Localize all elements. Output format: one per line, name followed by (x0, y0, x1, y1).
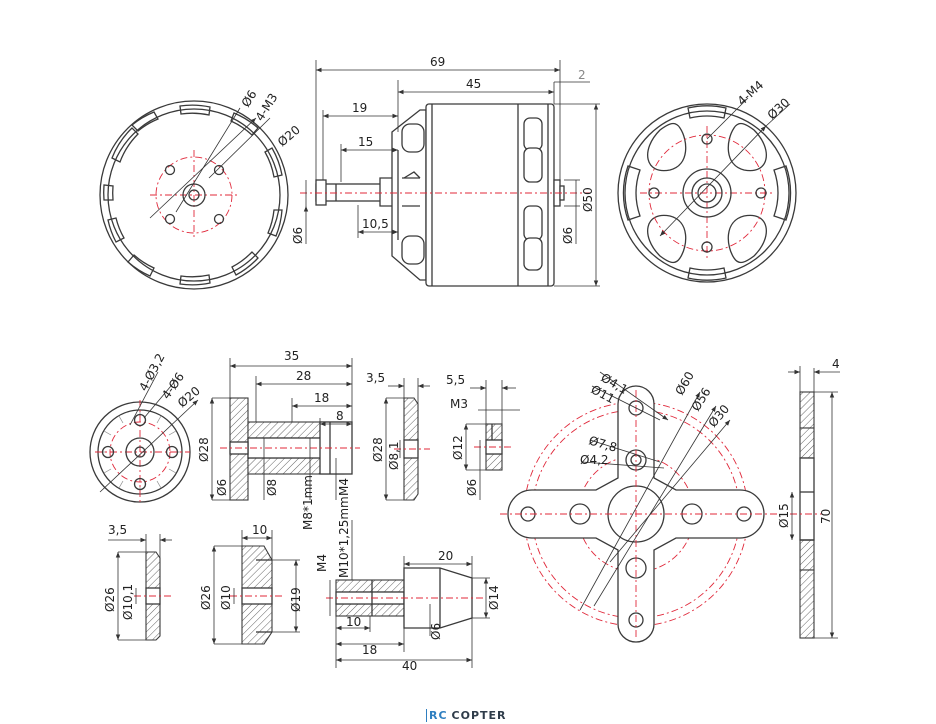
side-view-motor (300, 103, 590, 287)
dim-side-45: 45 (466, 77, 481, 91)
dim-p8-phi26: Ø26 (199, 585, 213, 610)
dim-p6-4: 4 (832, 357, 840, 371)
dim-p8-phi19: Ø19 (289, 587, 303, 612)
dim-p9-m4: M4 (315, 554, 329, 572)
dim-p6-70: 70 (819, 509, 833, 524)
dim-p9-18: 18 (362, 643, 377, 657)
mount-side-profile (788, 366, 840, 639)
dim-side-2: 2 (578, 68, 586, 82)
dim-p6-phi15: Ø15 (777, 503, 791, 528)
dim-p2-18: 18 (314, 391, 329, 405)
x-mount-plate (500, 371, 780, 643)
rc-copter-logo: RC COPTER (426, 708, 510, 722)
dim-p5-phi56: Ø56 (689, 385, 714, 413)
dim-p7-3-5: 3,5 (108, 523, 127, 537)
cone-adapter-section (211, 530, 300, 645)
dim-p3-phi8-1: Ø8,1 (387, 441, 401, 470)
dim-side-phi50: Ø50 (581, 187, 595, 212)
dim-p4-5-5: 5,5 (446, 373, 465, 387)
dim-side-19: 19 (352, 101, 367, 115)
prop-adapter-section (209, 358, 360, 501)
dim-p2-8: 8 (336, 409, 344, 423)
rear-view-motor (617, 97, 797, 283)
dim-p5-phi4-2: Ø4,2 (580, 453, 609, 467)
dim-p2-phi8: Ø8 (265, 479, 279, 496)
small-washer-section (108, 534, 172, 641)
prop-shaft-section (326, 520, 490, 668)
prop-adapter-disk (89, 371, 199, 505)
dim-side-shaft-phi6: Ø6 (291, 227, 305, 244)
dim-p5-phi7-8: Ø7,8 (587, 433, 618, 454)
dim-side-15: 15 (358, 135, 373, 149)
logo-prefix: RC (426, 708, 448, 722)
dim-front-phi6: Ø6 (239, 88, 260, 110)
side-view-dimension-lines (303, 60, 600, 287)
dim-p8-10: 10 (252, 523, 267, 537)
dim-side-69: 69 (430, 55, 445, 69)
dim-p7-phi26: Ø26 (103, 587, 117, 612)
dim-p2-m4: M4 (337, 478, 351, 496)
set-nut-section (463, 380, 520, 500)
dim-front-phi20: Ø20 (275, 123, 303, 150)
washer-section (383, 378, 430, 501)
dim-p5-phi60: Ø60 (672, 369, 696, 397)
cooling-slots (103, 104, 283, 286)
dim-p9-m10: M10*1,25mm (337, 496, 351, 578)
dim-side-10-5: 10,5 (362, 217, 389, 231)
dim-p9-phi6: Ø6 (429, 623, 443, 640)
dim-p4-phi12: Ø12 (451, 435, 465, 460)
dim-p2-phi6: Ø6 (215, 479, 229, 496)
dim-p7-phi10-1: Ø10,1 (121, 584, 135, 620)
dim-p4-m3: M3 (450, 397, 468, 411)
dim-p9-10: 10 (346, 615, 361, 629)
dim-p2-phi28: Ø28 (197, 437, 211, 462)
dim-rear-phi30: Ø30 (765, 95, 793, 122)
dim-p8-phi10: Ø10 (219, 585, 233, 610)
front-view-motor (99, 100, 289, 290)
dim-p9-phi14: Ø14 (487, 585, 501, 610)
dim-p9-20: 20 (438, 549, 453, 563)
dim-rear-4m4: 4-M4 (735, 78, 767, 108)
dim-p2-m8: M8*1mm (301, 475, 315, 530)
logo-name: COPTER (451, 708, 507, 722)
dim-p9-40: 40 (402, 659, 417, 673)
dim-p4-phi6: Ø6 (465, 479, 479, 496)
dim-p3-phi28: Ø28 (371, 437, 385, 462)
dim-p5-phi30: Ø30 (706, 402, 733, 430)
dim-p3-3-5: 3,5 (366, 371, 385, 385)
dim-p2-28: 28 (296, 369, 311, 383)
dim-side-rear-phi6: Ø6 (561, 227, 575, 244)
dim-p2-35: 35 (284, 349, 299, 363)
